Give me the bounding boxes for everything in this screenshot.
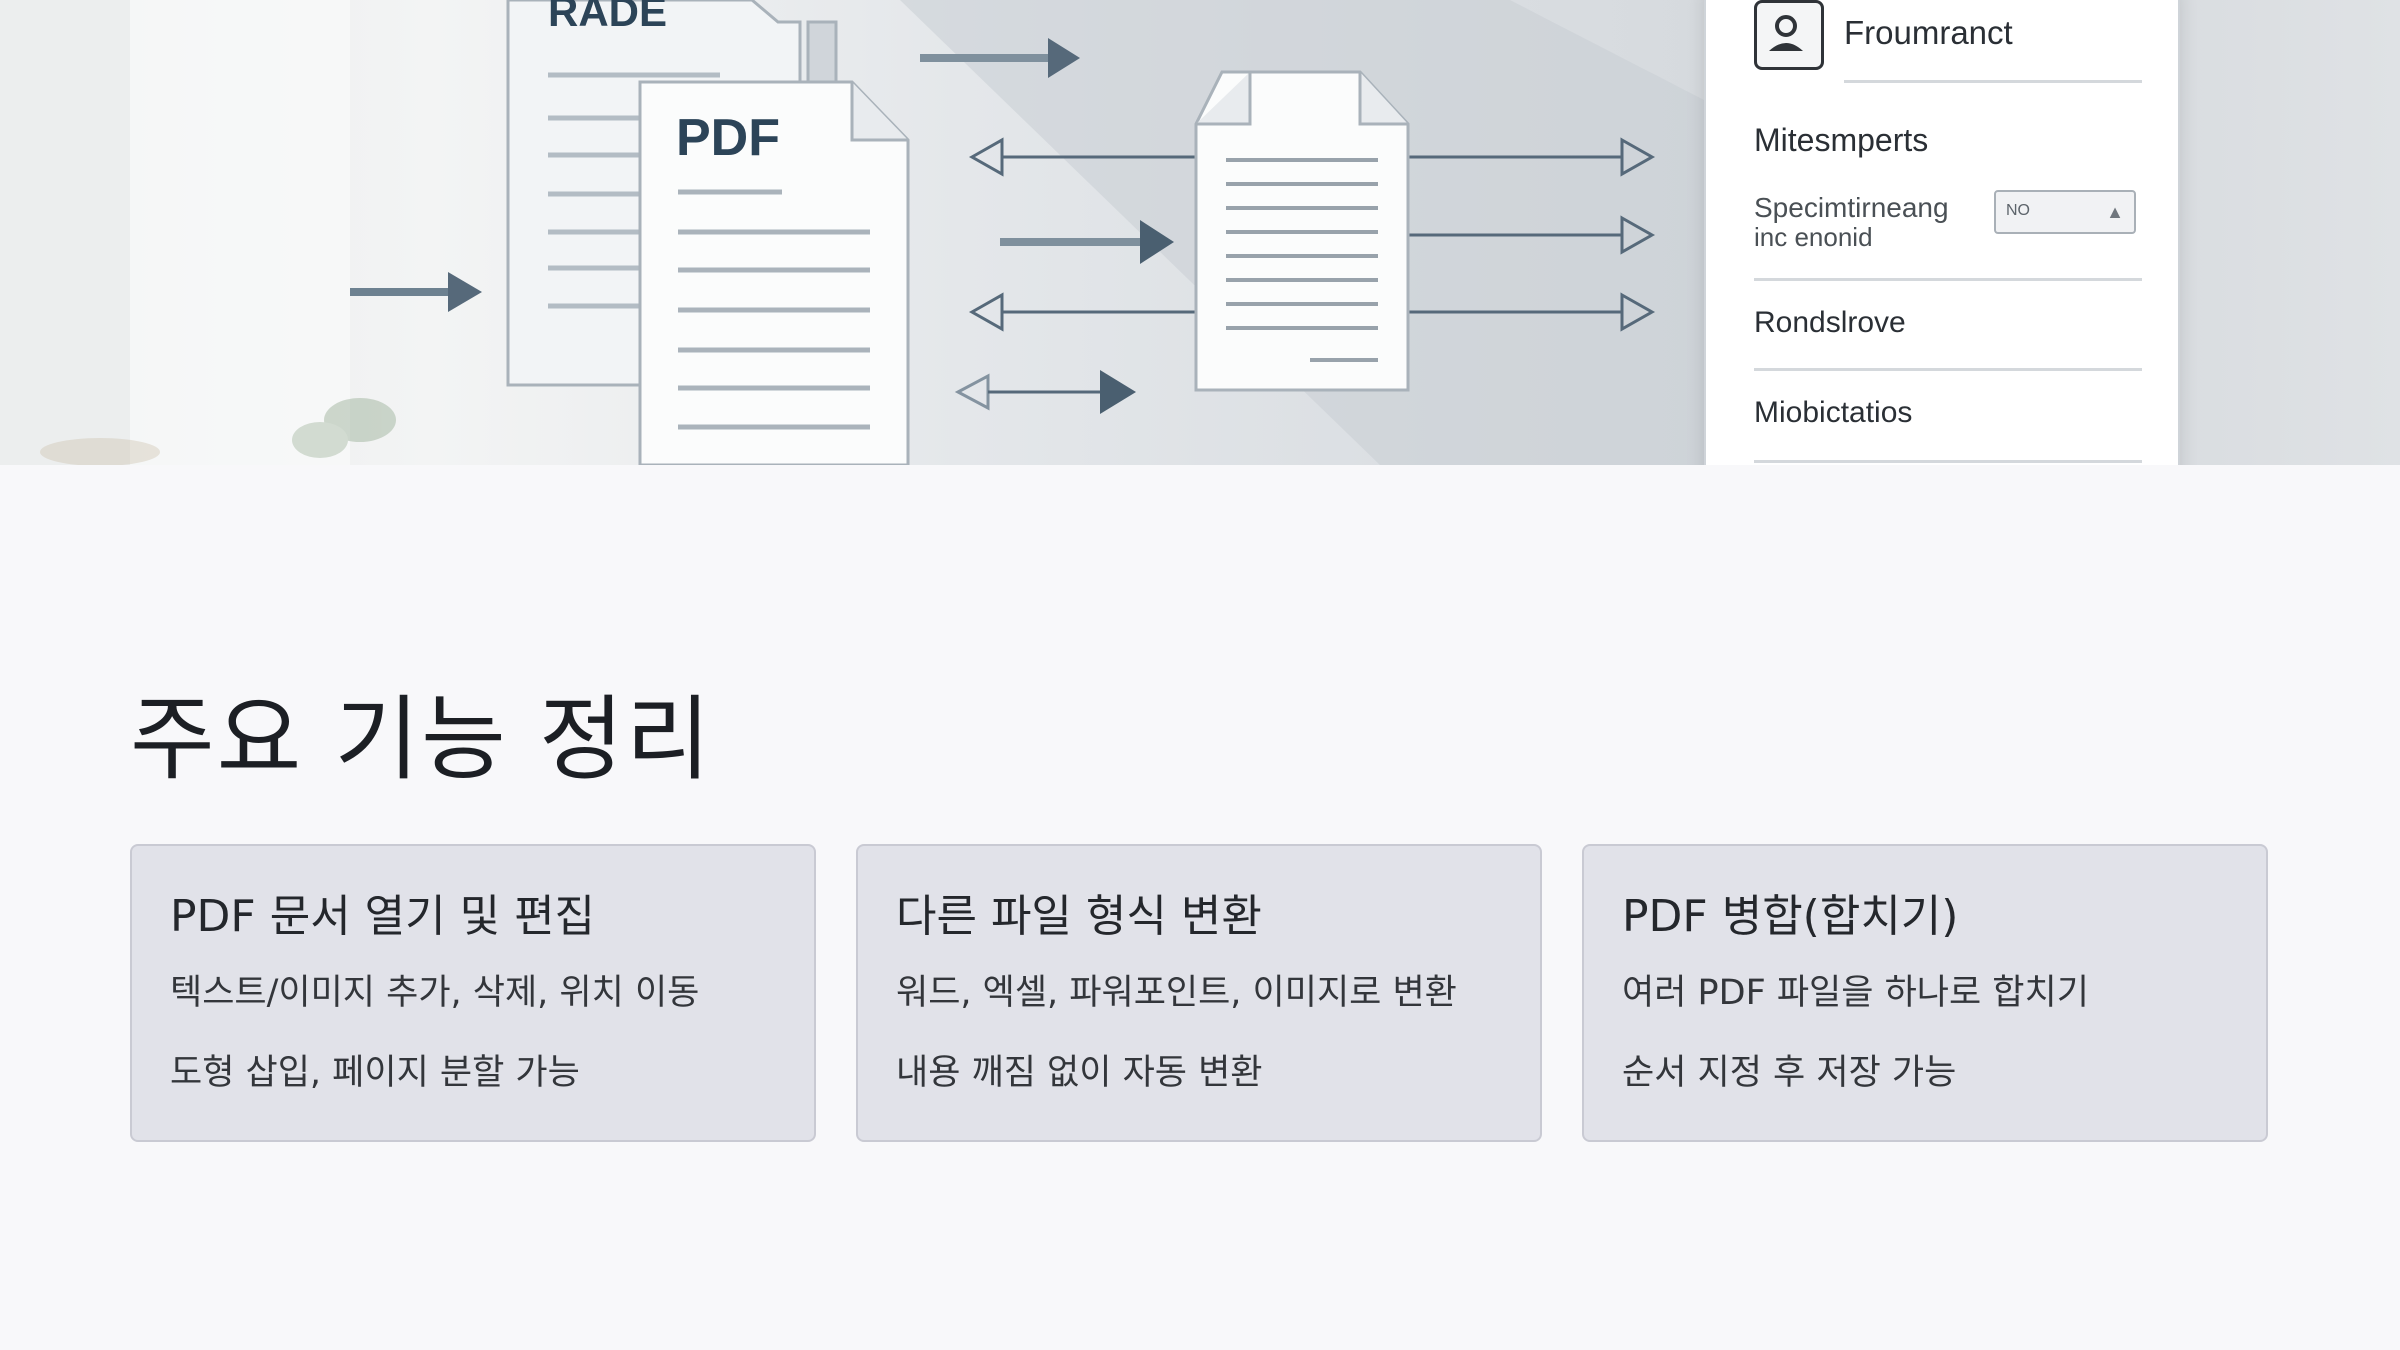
- spec-input-value: NO: [2006, 202, 2030, 219]
- document-icon: [1194, 70, 1410, 392]
- arrow-right-icon: [1408, 215, 1656, 255]
- document-pdf-label: PDF: [676, 109, 780, 167]
- panel-item-2[interactable]: Rondslrove: [1754, 306, 1906, 339]
- arrow-left-icon: [968, 137, 1196, 177]
- card-title: PDF 문서 열기 및 편집: [170, 891, 596, 942]
- plant-decoration: [40, 398, 396, 465]
- divider: [1844, 80, 2142, 83]
- arrow-right-icon: [1408, 292, 1656, 332]
- hero-artwork: [0, 0, 1704, 465]
- arrow-right-icon: [1000, 220, 1174, 264]
- card-line: 여러 PDF 파일을 하나로 합치기: [1622, 973, 2089, 1013]
- panel-item-3[interactable]: Miobictatios: [1754, 396, 1913, 429]
- profile-icon: [1754, 0, 1824, 70]
- panel-item-1[interactable]: Mitesmperts: [1754, 122, 1929, 158]
- divider: [1754, 368, 2142, 371]
- chevron-up-icon[interactable]: ▲: [2106, 202, 2124, 222]
- arrow-right-icon: [350, 272, 482, 312]
- panel-header: Froumranct: [1844, 14, 2013, 51]
- arrow-right-icon: [1408, 137, 1656, 177]
- card-title: 다른 파일 형식 변환: [896, 891, 1262, 942]
- arrow-left-icon: [954, 370, 1136, 414]
- spec-input[interactable]: NO ▲: [1994, 190, 2136, 234]
- arrow-left-icon: [968, 292, 1196, 332]
- divider: [1754, 460, 2142, 463]
- arrow-right-icon: [920, 38, 1080, 78]
- feature-card: PDF 병합(합치기) 여러 PDF 파일을 하나로 합치기 순서 지정 후 저…: [1582, 844, 2268, 1142]
- feature-card: 다른 파일 형식 변환 워드, 엑셀, 파워포인트, 이미지로 변환 내용 깨짐…: [856, 844, 1542, 1142]
- card-title: PDF 병합(합치기): [1622, 891, 1959, 942]
- feature-cards: PDF 문서 열기 및 편집 텍스트/이미지 추가, 삭제, 위치 이동 도형 …: [130, 844, 2270, 1144]
- hero-illustration: RADE PDF Froumranct Mitesmperts Specimti…: [0, 0, 2400, 465]
- spec-label-line2: inc enonid: [1754, 222, 1873, 252]
- card-line: 도형 삽입, 페이지 분할 가능: [170, 1053, 580, 1093]
- document-pdf: [638, 80, 910, 465]
- card-line: 텍스트/이미지 추가, 삭제, 위치 이동: [170, 973, 700, 1013]
- document-back-label: RADE: [548, 0, 668, 35]
- spec-label-line1: Specimtirneang: [1754, 192, 1949, 223]
- divider: [1754, 278, 2142, 281]
- card-line: 내용 깨짐 없이 자동 변환: [896, 1053, 1263, 1093]
- card-line: 순서 지정 후 저장 가능: [1622, 1053, 1957, 1093]
- feature-card: PDF 문서 열기 및 편집 텍스트/이미지 추가, 삭제, 위치 이동 도형 …: [130, 844, 816, 1142]
- side-panel: Froumranct Mitesmperts Specimtirneang in…: [1704, 0, 2180, 465]
- card-line: 워드, 엑셀, 파워포인트, 이미지로 변환: [896, 973, 1457, 1013]
- page-title: 주요 기능 정리: [130, 686, 713, 793]
